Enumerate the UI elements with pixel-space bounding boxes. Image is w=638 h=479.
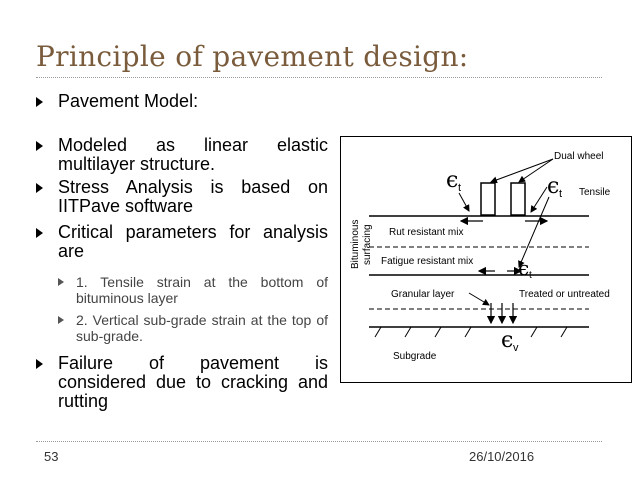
tensile-strain-symbol: ϵ: [518, 256, 529, 280]
bullet-text: Pavement Model:: [58, 91, 199, 111]
bullet-arrow-icon: [36, 359, 43, 369]
footer-divider: [36, 441, 602, 442]
bullet-arrow-icon: [36, 97, 43, 107]
title-divider: [36, 77, 602, 78]
surfacing-label: surfacing: [362, 224, 373, 265]
tensile-strain-symbol: ϵ: [446, 168, 458, 193]
bullet-arrow-icon: [36, 228, 43, 238]
rut-mix-label: Rut resistant mix: [389, 227, 463, 238]
sub-bullet-item: 1. Tensile strain at the bottom of bitum…: [58, 274, 328, 306]
sub-bullet-text: 2. Vertical sub-grade strain at the top …: [76, 312, 328, 344]
dual-wheel-label: Dual wheel: [554, 151, 603, 162]
page-number: 53: [44, 449, 59, 464]
dual-wheel-pointer: [490, 158, 554, 184]
fatigue-mix-label: Fatigue resistant mix: [381, 256, 473, 267]
tensile-strain-symbol: ϵ: [547, 174, 559, 199]
pavement-diagram: Dual wheel Tensile ϵ t ϵ t ϵ t ϵ v Rut r…: [340, 136, 632, 383]
sub-bullet-text: 1. Tensile strain at the bottom of bitum…: [76, 274, 328, 306]
dual-wheel-pointer: [518, 158, 554, 183]
tensile-strain-subscript: t: [559, 188, 562, 200]
bullet-item: Pavement Model:: [36, 92, 328, 111]
granular-pointer: [468, 292, 490, 306]
pavement-diagram-svg: Dual wheel Tensile ϵ t ϵ t ϵ t ϵ v Rut r…: [350, 151, 611, 362]
wheel-right: [510, 182, 526, 216]
bullet-item: Stress Analysis is based on IITPave soft…: [36, 178, 328, 216]
vertical-strain-symbol: ϵ: [501, 328, 513, 353]
strain-pointer: [518, 196, 550, 268]
granular-layer-label: Granular layer: [391, 289, 455, 300]
bullet-item: Critical parameters for analysis are: [36, 223, 328, 261]
strain-pointer: [458, 192, 470, 212]
slide-title: Principle of pavement design:: [36, 40, 469, 73]
bullet-text: Modeled as linear elastic multilayer str…: [58, 135, 328, 174]
sub-bullet-arrow-icon: [58, 316, 64, 324]
bullet-arrow-icon: [36, 141, 43, 151]
vertical-strain-subscript: v: [513, 342, 519, 354]
subgrade-hatching: [374, 326, 568, 338]
bullet-arrow-icon: [36, 183, 43, 193]
bullet-text: Failure of pavement is considered due to…: [58, 353, 328, 411]
tensile-label: Tensile: [579, 187, 611, 198]
strain-pointer: [530, 186, 548, 213]
bullet-item: Modeled as linear elastic multilayer str…: [36, 136, 328, 174]
sub-bullet-arrow-icon: [58, 278, 64, 286]
wheel-left: [480, 182, 496, 216]
sub-bullet-item: 2. Vertical sub-grade strain at the top …: [58, 312, 328, 344]
treated-label: Treated or untreated: [519, 289, 610, 300]
slide-date: 26/10/2016: [469, 449, 535, 464]
bullet-text: Critical parameters for analysis are: [58, 222, 328, 261]
bullet-item: Failure of pavement is considered due to…: [36, 354, 328, 411]
subgrade-label: Subgrade: [393, 351, 437, 362]
tensile-strain-subscript: t: [458, 182, 461, 194]
bituminous-label: Bituminous: [350, 220, 361, 269]
bullet-text: Stress Analysis is based on IITPave soft…: [58, 177, 328, 216]
